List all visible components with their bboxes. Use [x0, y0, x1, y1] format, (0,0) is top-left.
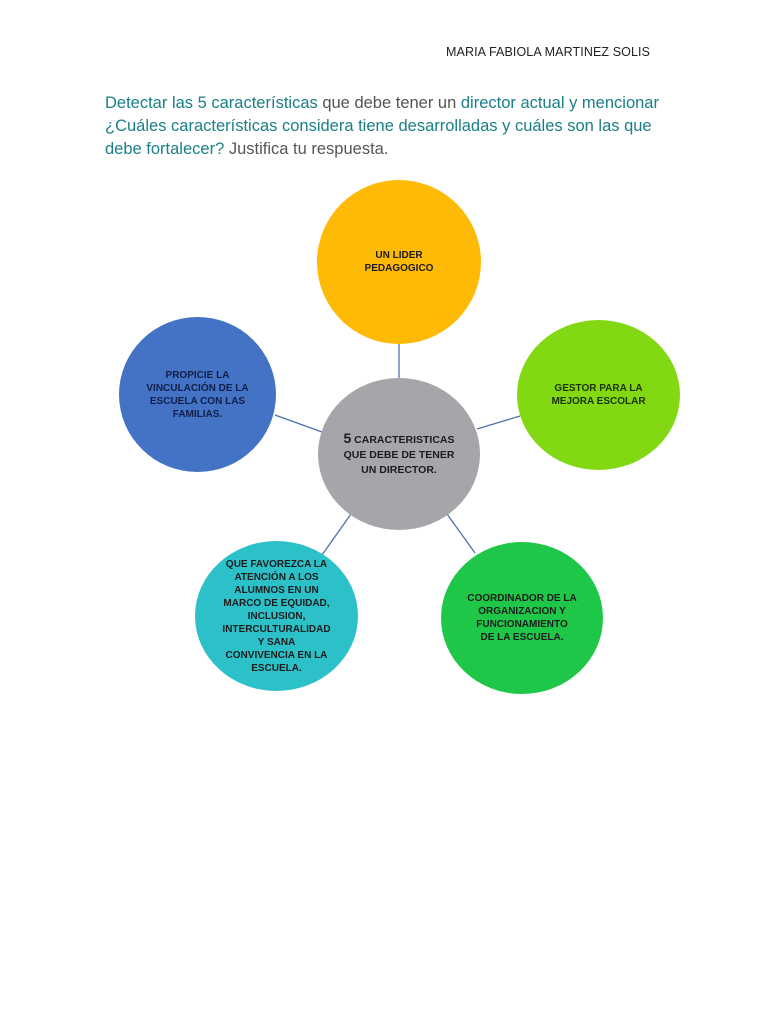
node-gestor-mejora: GESTOR PARA LA MEJORA ESCOLAR [517, 320, 680, 470]
node-text-line: UN LIDER [375, 250, 423, 261]
node-text-line: MEJORA ESCOLAR [551, 396, 646, 407]
connector-bottom-right [446, 513, 476, 554]
node-vinculacion-familias: PROPICIE LA VINCULACIÓN DE LA ESCUELA CO… [119, 317, 276, 472]
node-coordinador-organizacion: COORDINADOR DE LA ORGANIZACION Y FUNCION… [441, 542, 603, 694]
node-text-line: GESTOR PARA LA [554, 383, 643, 394]
node-text-line: ORGANIZACION Y [478, 606, 566, 617]
node-text-line: CONVIVENCIA EN LA [225, 649, 328, 661]
node-text-line: VINCULACIÓN DE LA [146, 382, 249, 394]
center-number: 5 [343, 429, 352, 446]
question-part-3: director actual y mencionar ¿Cuáles cara… [105, 94, 659, 158]
center-line-1: 5 CARACTERISTICAS [343, 429, 455, 448]
node-text-line: ESCUELA CON LAS [149, 395, 246, 407]
node-text-line: ALUMNOS EN UN [234, 584, 319, 596]
node-text-line: ATENCIÓN A LOS [234, 571, 319, 583]
node-lider-pedagogico: UN LIDER PEDAGOGICO [317, 180, 481, 344]
question-part-1: Detectar las 5 características [105, 94, 318, 112]
node-text-line: DE LA ESCUELA. [480, 632, 564, 643]
question-part-2: que debe tener un [317, 94, 461, 112]
connector-left [274, 414, 323, 433]
node-text-line: INTERCULTURALIDAD [222, 623, 331, 635]
node-text-line: PROPICIE LA [165, 369, 230, 381]
node-text-line: FUNCIONAMIENTO [476, 619, 568, 630]
question-text: Detectar las 5 características que debe … [105, 92, 675, 161]
node-center-caracteristicas: 5 CARACTERISTICAS QUE DEBE DE TENER UN D… [318, 378, 480, 530]
author-name: MARIA FABIOLA MARTINEZ SOLIS [446, 45, 651, 59]
node-atencion-alumnos: QUE FAVOREZCA LA ATENCIÓN A LOS ALUMNOS … [195, 541, 358, 691]
center-line-2: QUE DEBE DE TENER [343, 448, 455, 461]
node-text-line: MARCO DE EQUIDAD, [223, 597, 330, 609]
node-text-line: PEDAGOGICO [364, 263, 434, 274]
node-text-line: FAMILIAS. [172, 408, 223, 420]
node-text-line: QUE FAVOREZCA LA [225, 558, 328, 570]
connector-bottom-left [321, 513, 352, 556]
node-text-line: INCLUSION, [247, 610, 306, 622]
node-text-line: Y SANA [257, 636, 296, 648]
center-label: CARACTERISTICAS [351, 433, 455, 446]
center-line-3: UN DIRECTOR. [361, 463, 437, 476]
connector-right [476, 415, 521, 430]
node-text-line: COORDINADOR DE LA [467, 593, 577, 604]
question-part-4: Justifica tu respuesta. [224, 140, 389, 158]
node-text-line: ESCUELA. [251, 662, 302, 674]
